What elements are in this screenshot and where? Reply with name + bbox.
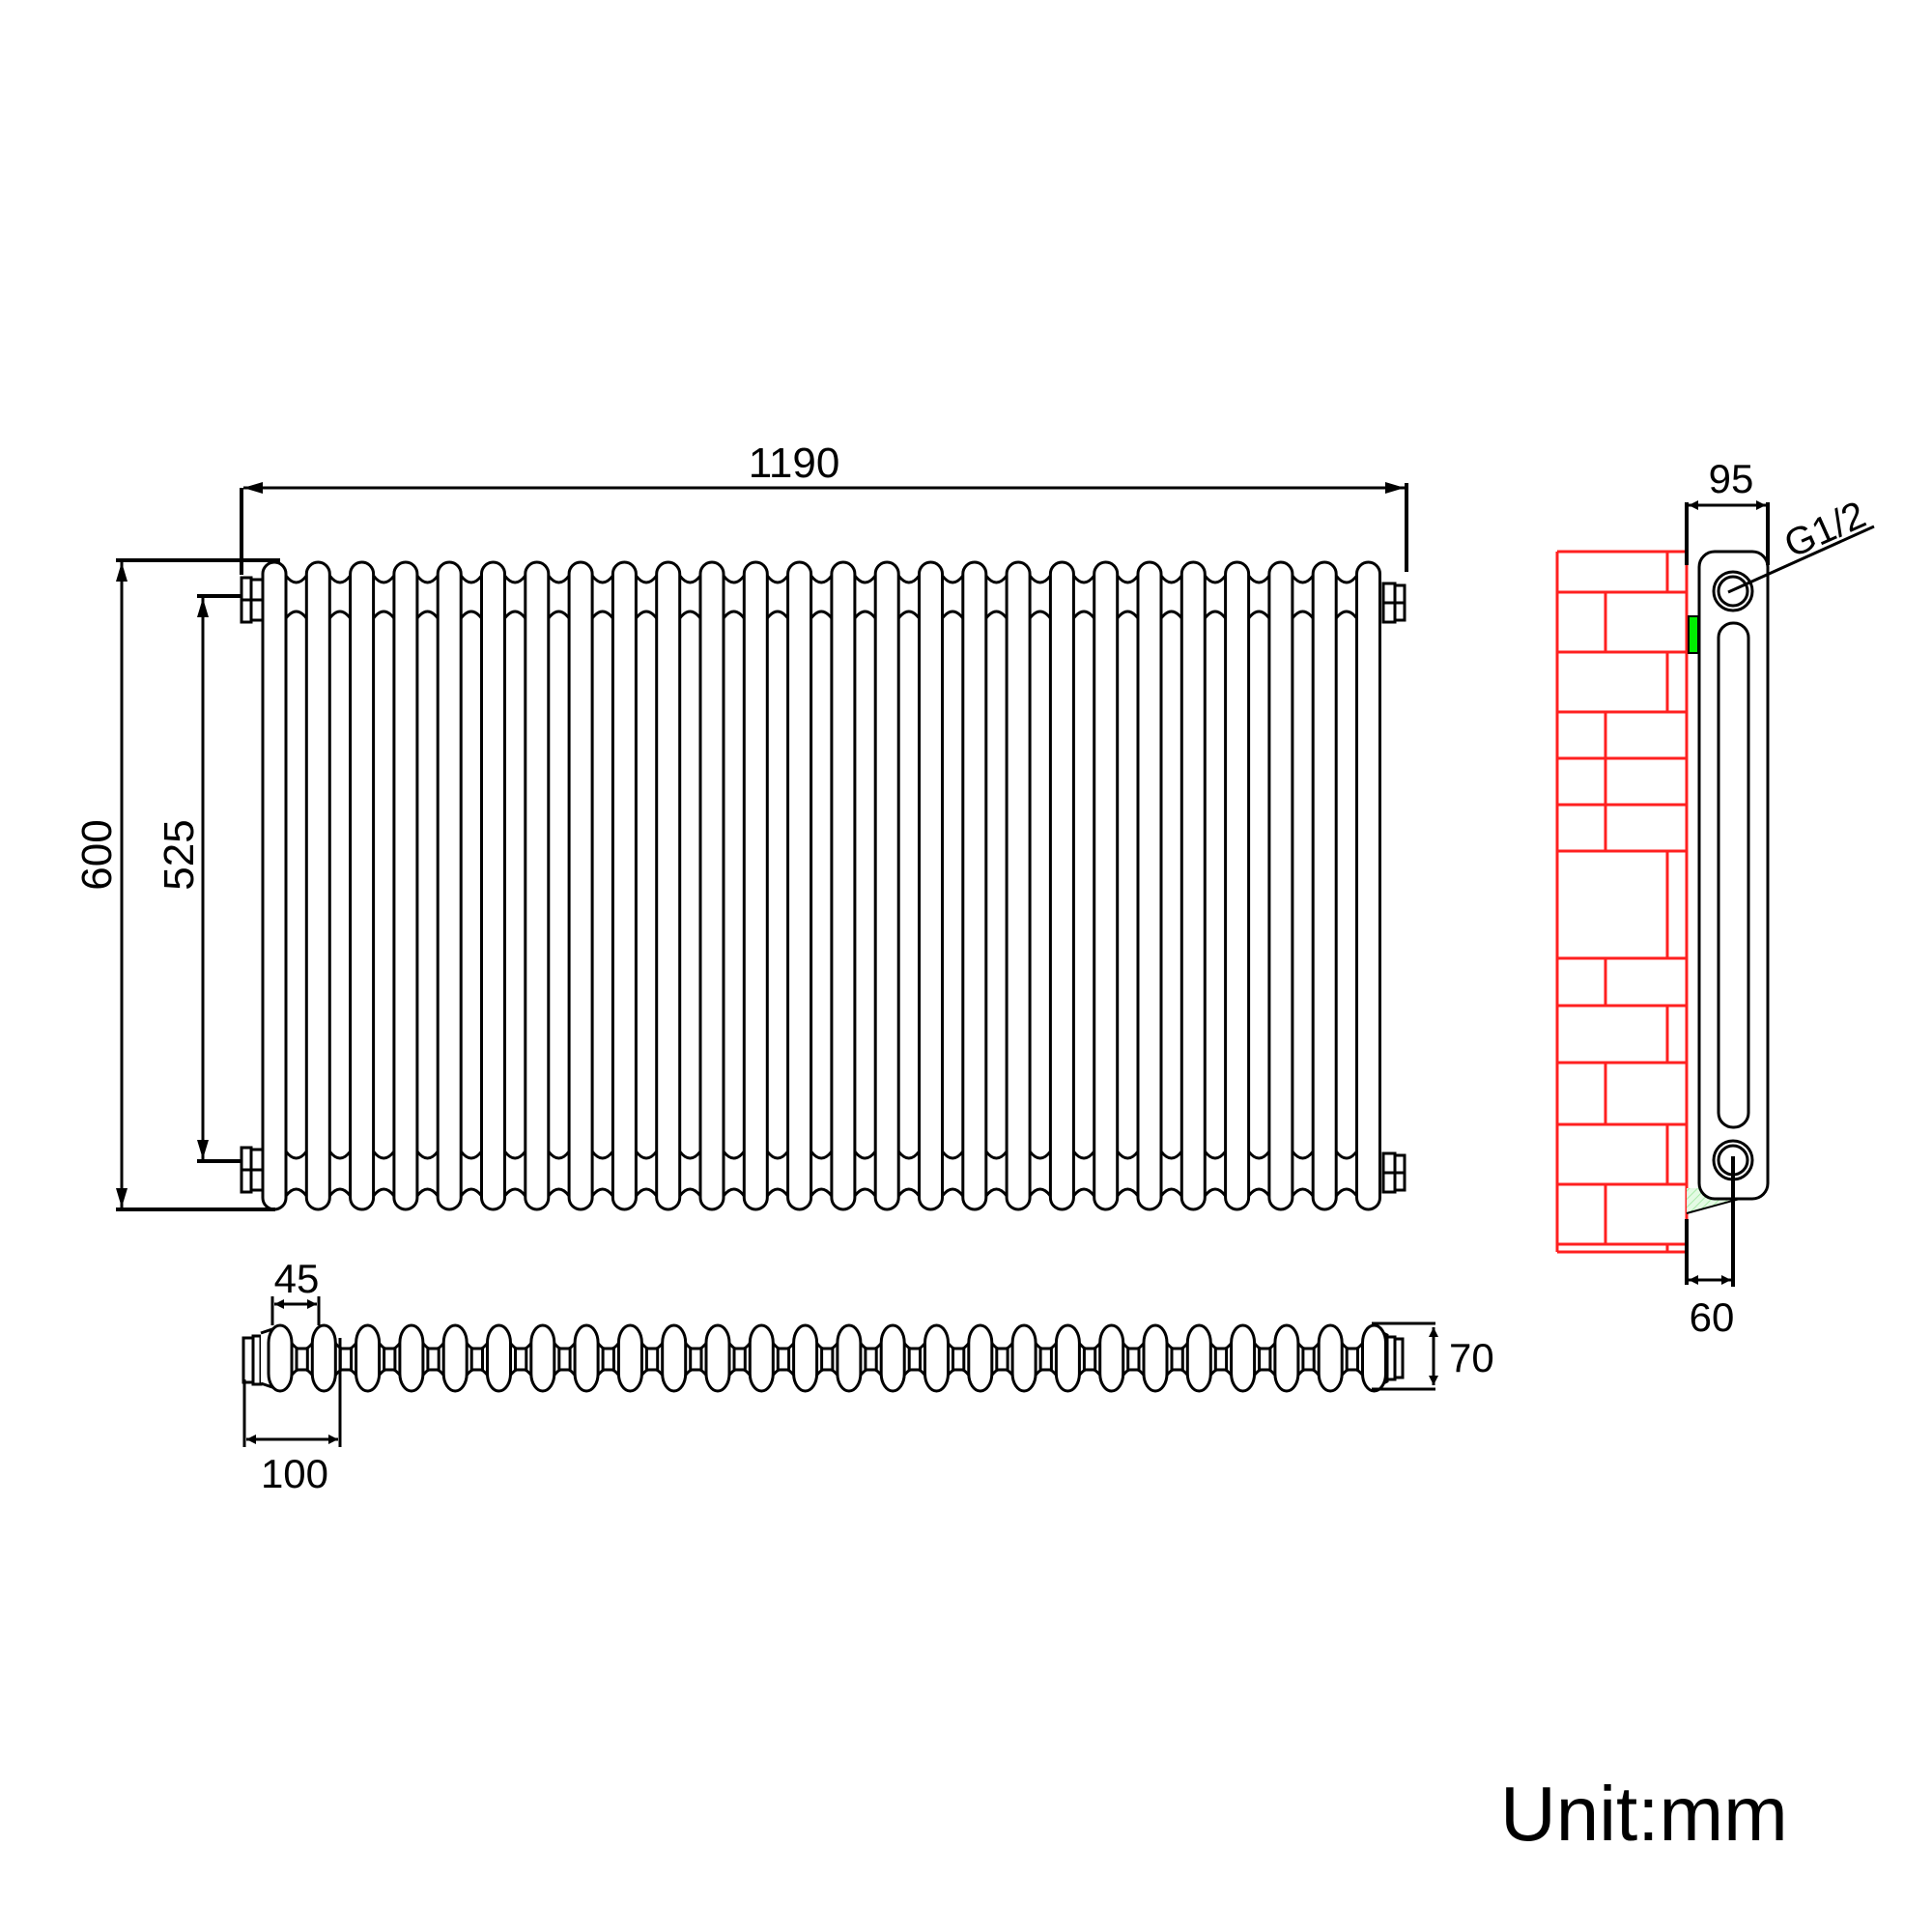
top-column: [792, 1323, 819, 1393]
front-column: [349, 560, 376, 1211]
front-column: [1267, 560, 1294, 1211]
top-column: [967, 1323, 994, 1393]
overall-depth-label: 95: [1709, 456, 1754, 501]
front-column: [524, 560, 551, 1211]
depth-label: 70: [1449, 1335, 1494, 1380]
front-column: [1005, 560, 1032, 1211]
top-column: [1142, 1323, 1169, 1393]
front-column: [436, 560, 463, 1211]
front-column: [830, 560, 857, 1211]
front-column: [611, 560, 638, 1211]
depth-dimension: 70: [1372, 1321, 1494, 1391]
height-dimension: 600: [73, 558, 280, 1211]
top-column: [267, 1323, 294, 1393]
width-label: 1190: [749, 440, 840, 487]
column-width-label: 45: [274, 1256, 320, 1301]
top-column: [923, 1323, 950, 1393]
front-view: [240, 560, 1406, 1211]
top-column: [441, 1323, 469, 1393]
section-pitch-dimension: 100: [242, 1338, 342, 1496]
front-column: [304, 560, 331, 1211]
front-column: [1311, 560, 1338, 1211]
front-column: [1048, 560, 1075, 1211]
unit-label: Unit:mm: [1500, 1771, 1788, 1857]
front-column: [567, 560, 594, 1211]
front-column: [742, 560, 769, 1211]
top-column: [573, 1323, 600, 1393]
top-column: [1054, 1323, 1081, 1393]
front-column: [1224, 560, 1251, 1211]
end-plug: [1381, 582, 1406, 624]
front-column: [392, 560, 419, 1211]
front-column: [918, 560, 944, 1211]
top-column: [879, 1323, 906, 1393]
top-view: [242, 1323, 1405, 1393]
top-column: [616, 1323, 643, 1393]
front-column: [1136, 560, 1163, 1211]
wall-bracket: [1688, 615, 1699, 654]
front-column: [961, 560, 988, 1211]
connection-label: G1/2: [1778, 494, 1872, 566]
top-column: [355, 1323, 382, 1393]
front-column: [698, 560, 725, 1211]
height-label: 600: [73, 819, 121, 890]
top-column: [1098, 1323, 1125, 1393]
front-column: [480, 560, 506, 1211]
top-column: [1361, 1323, 1387, 1393]
top-column: [1273, 1323, 1300, 1393]
top-column: [1230, 1323, 1257, 1393]
front-column: [1355, 560, 1381, 1211]
width-dimension: 1190: [240, 440, 1408, 575]
front-column: [1093, 560, 1120, 1211]
end-plug: [240, 576, 265, 624]
top-column: [748, 1323, 775, 1393]
wall-to-pipe-dimension: 60: [1685, 1156, 1735, 1340]
front-column: [655, 560, 682, 1211]
top-column: [486, 1323, 512, 1393]
top-column: [704, 1323, 731, 1393]
radiator-side-profile: [1697, 550, 1770, 1201]
top-column: [529, 1323, 556, 1393]
top-column: [1317, 1323, 1344, 1393]
top-column: [1185, 1323, 1212, 1393]
pipe-centres-label: 525: [156, 819, 203, 890]
pipe-centres-dimension: 525: [156, 594, 242, 1163]
top-column: [1010, 1323, 1037, 1393]
column-width-dimension: 45: [270, 1256, 321, 1325]
end-plug: [240, 1146, 265, 1194]
front-column: [873, 560, 900, 1211]
section-pitch-label: 100: [261, 1451, 328, 1496]
top-column: [398, 1323, 425, 1393]
end-plug: [1381, 1151, 1406, 1194]
wall-to-pipe-label: 60: [1690, 1294, 1735, 1340]
top-column: [310, 1323, 337, 1393]
wall: [1555, 550, 1689, 1254]
top-column: [661, 1323, 688, 1393]
front-column: [1179, 560, 1207, 1211]
overall-depth-dimension: 95: [1685, 456, 1770, 565]
front-column: [786, 560, 813, 1211]
front-column: [261, 560, 288, 1211]
top-column: [836, 1323, 863, 1393]
